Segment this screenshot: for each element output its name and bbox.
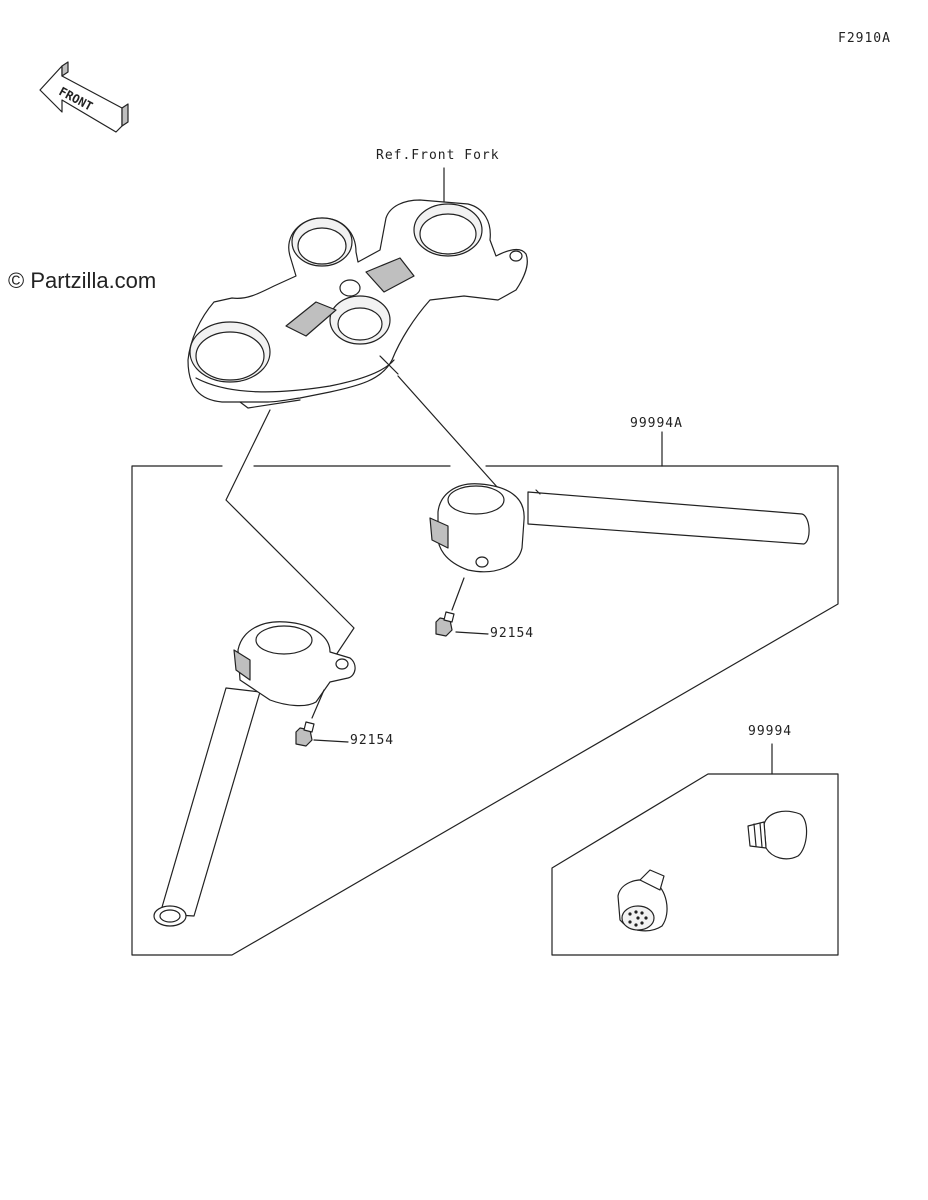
bar-end-weight-2 — [617, 869, 668, 932]
bolt-upper — [435, 577, 489, 637]
callout-92154-lower: 92154 — [350, 733, 395, 748]
callout-ref-front-fork: Ref.Front Fork — [376, 148, 500, 163]
callout-92154-upper: 92154 — [490, 626, 535, 641]
kit-outline-99994 — [551, 773, 839, 956]
front-arrow-icon: FRONT — [39, 61, 129, 133]
right-handlebar — [429, 483, 810, 573]
guide-line-left — [225, 409, 355, 665]
callout-99994a: 99994A — [630, 416, 683, 431]
watermark-text: © Partzilla.com — [8, 268, 157, 293]
bolt-lower — [295, 689, 349, 747]
upper-triple-clamp — [187, 199, 528, 409]
diagram-code: F2910A — [838, 31, 891, 46]
kit-outline-99994a — [131, 465, 839, 956]
bar-end-weight-1 — [747, 810, 808, 860]
callout-99994: 99994 — [748, 724, 793, 739]
left-handlebar — [153, 621, 356, 927]
